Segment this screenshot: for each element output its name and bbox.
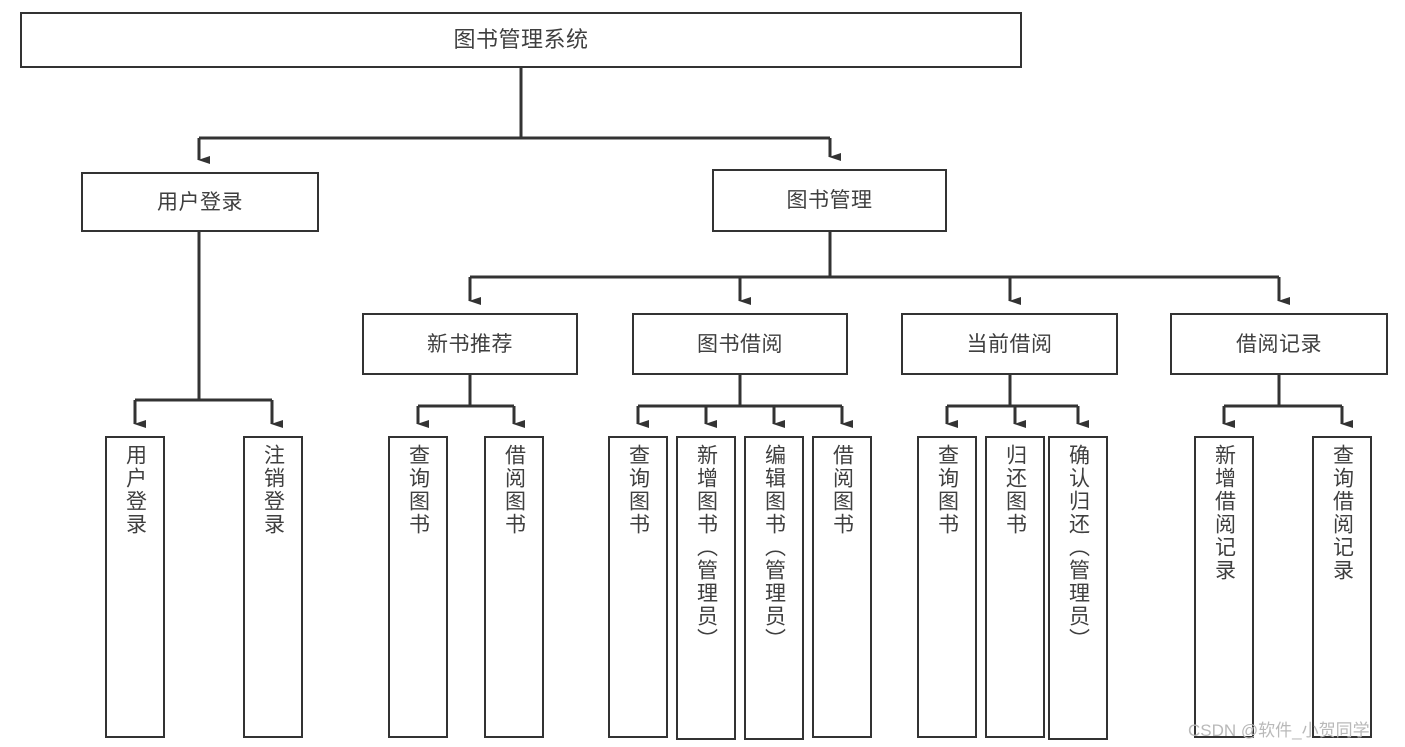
node-label: 编辑图书（管理员） bbox=[762, 444, 786, 651]
watermark-text: CSDN @软件_小贺同学 bbox=[1188, 721, 1370, 740]
node-leaf-borrow-book-recommend[interactable]: 借阅图书 bbox=[484, 436, 544, 738]
node-label: 借阅图书 bbox=[830, 444, 854, 536]
node-label: 归还图书 bbox=[1003, 444, 1027, 536]
node-current-borrow[interactable]: 当前借阅 bbox=[901, 313, 1118, 375]
node-label: 查询图书 bbox=[406, 444, 430, 536]
node-label: 用户登录 bbox=[157, 190, 243, 214]
node-new-book-recommend[interactable]: 新书推荐 bbox=[362, 313, 578, 375]
node-label: 查询图书 bbox=[626, 444, 650, 536]
node-leaf-add-book-admin[interactable]: 新增图书（管理员） bbox=[676, 436, 736, 740]
node-label: 新书推荐 bbox=[427, 332, 513, 356]
node-book-management[interactable]: 图书管理 bbox=[712, 169, 947, 232]
node-leaf-return-book[interactable]: 归还图书 bbox=[985, 436, 1045, 738]
node-label: 用户登录 bbox=[123, 444, 147, 536]
node-user-login[interactable]: 用户登录 bbox=[81, 172, 319, 232]
node-leaf-add-borrow-record[interactable]: 新增借阅记录 bbox=[1194, 436, 1254, 738]
node-leaf-user-login[interactable]: 用户登录 bbox=[105, 436, 165, 738]
node-label: 图书管理系统 bbox=[453, 27, 589, 52]
node-borrow-record[interactable]: 借阅记录 bbox=[1170, 313, 1388, 375]
node-label: 借阅记录 bbox=[1236, 332, 1322, 356]
node-label: 查询图书 bbox=[935, 444, 959, 536]
node-label: 注销登录 bbox=[261, 444, 285, 536]
node-leaf-query-book-current[interactable]: 查询图书 bbox=[917, 436, 977, 738]
node-label: 查询借阅记录 bbox=[1330, 444, 1354, 582]
node-leaf-logout[interactable]: 注销登录 bbox=[243, 436, 303, 738]
node-leaf-edit-book-admin[interactable]: 编辑图书（管理员） bbox=[744, 436, 804, 740]
node-leaf-borrow-book[interactable]: 借阅图书 bbox=[812, 436, 872, 738]
node-label: 当前借阅 bbox=[966, 332, 1053, 356]
node-label: 图书借阅 bbox=[697, 332, 783, 356]
node-leaf-query-book-borrow[interactable]: 查询图书 bbox=[608, 436, 668, 738]
node-label: 新增图书（管理员） bbox=[694, 444, 718, 651]
node-label: 借阅图书 bbox=[502, 444, 526, 536]
node-label: 图书管理 bbox=[786, 189, 873, 212]
node-label: 确认归还（管理员） bbox=[1066, 444, 1090, 651]
node-root-system[interactable]: 图书管理系统 bbox=[20, 12, 1022, 68]
node-leaf-confirm-return-admin[interactable]: 确认归还（管理员） bbox=[1048, 436, 1108, 740]
node-leaf-query-book-recommend[interactable]: 查询图书 bbox=[388, 436, 448, 738]
node-leaf-query-borrow-record[interactable]: 查询借阅记录 bbox=[1312, 436, 1372, 738]
node-label: 新增借阅记录 bbox=[1212, 444, 1236, 582]
node-book-borrow[interactable]: 图书借阅 bbox=[632, 313, 848, 375]
